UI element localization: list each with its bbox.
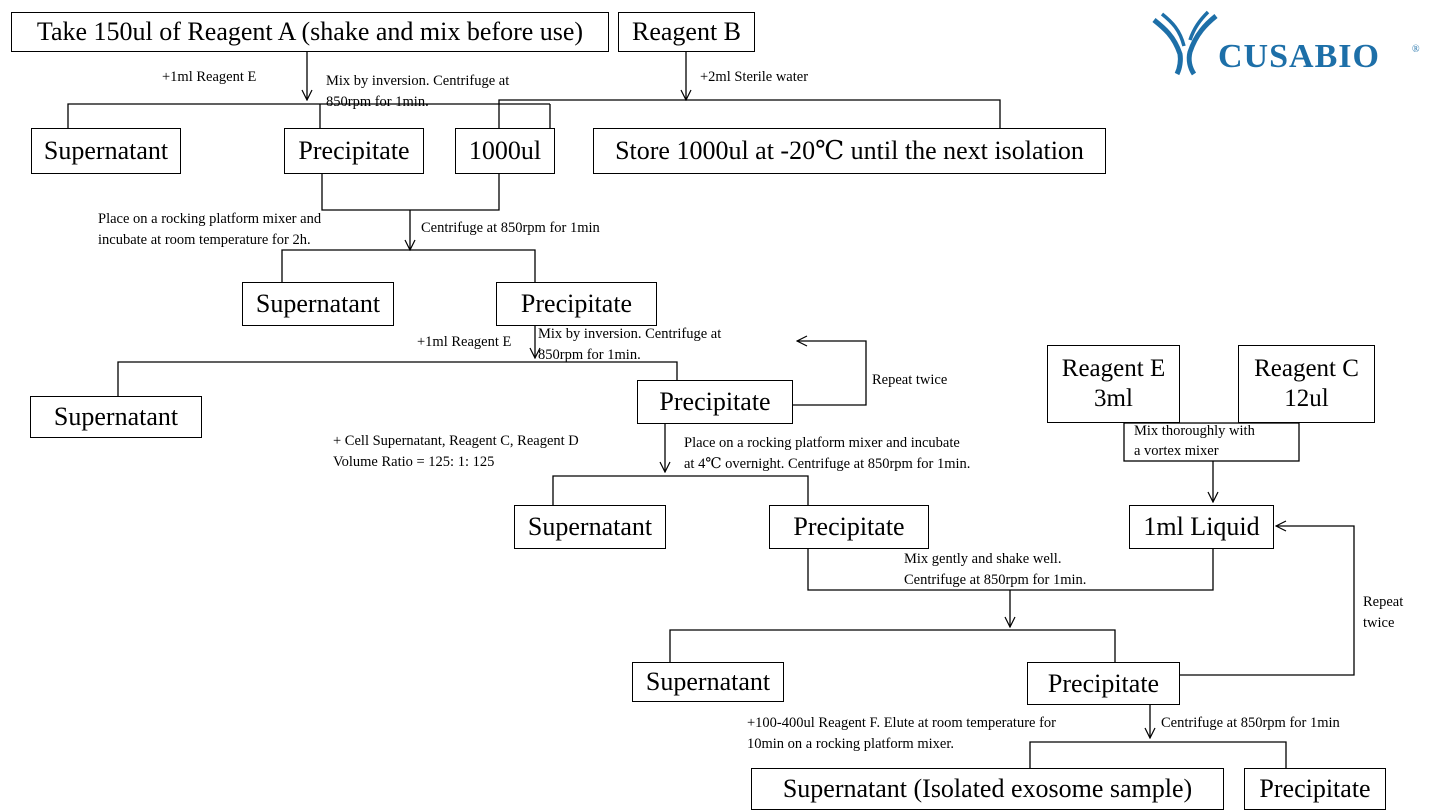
note-line: Volume Ratio = 125: 1: 125 <box>333 454 495 471</box>
logo-mark-icon <box>1152 10 1218 76</box>
repeat-loop-2 <box>1180 526 1355 676</box>
precipitate-box-6: Precipitate <box>1244 768 1386 810</box>
note-line: + Cell Supernatant, Reagent C, Reagent D <box>333 433 579 449</box>
note-sterile-water: +2ml Sterile water <box>700 69 809 85</box>
split-3 <box>117 361 678 396</box>
note-repeat-twice-2: Repeat twice <box>1363 592 1403 634</box>
note-line: Mix gently and shake well. <box>904 551 1062 567</box>
note-mix-inversion-1: Mix by inversion. Centrifuge at 850rpm f… <box>326 71 509 113</box>
split-6 <box>1029 741 1287 768</box>
store-box: Store 1000ul at -20℃ until the next isol… <box>593 128 1106 174</box>
split-b <box>498 99 1001 128</box>
supernatant-exosome-box: Supernatant (Isolated exosome sample) <box>751 768 1224 810</box>
note-vortex: Mix thoroughly with a vortex mixer <box>1134 422 1255 461</box>
reagent-e-volume: 3ml <box>1094 385 1133 412</box>
note-line: incubate at room temperature for 2h. <box>98 232 311 249</box>
supernatant-box-1: Supernatant <box>31 128 181 174</box>
precipitate-box-5: Precipitate <box>1027 662 1180 705</box>
supernatant-box-4: Supernatant <box>514 505 666 549</box>
note-line: 10min on a rocking platform mixer. <box>747 736 954 753</box>
precipitate-box-3: Precipitate <box>637 380 793 424</box>
note-repeat-twice-1: Repeat twice <box>872 372 948 388</box>
cusabio-logo: CUSABIO ® <box>1150 10 1425 82</box>
note-line: 850rpm for 1min. <box>538 347 641 364</box>
reagent-c-volume: 12ul <box>1284 385 1329 412</box>
note-add-reagent-e-2: +1ml Reagent E <box>417 334 512 350</box>
precipitate-box-1: Precipitate <box>284 128 424 174</box>
split-1 <box>67 103 550 128</box>
note-line: a vortex mixer <box>1134 442 1219 459</box>
note-line: Mix by inversion. Centrifuge at <box>326 73 510 89</box>
note-cell-supernatant: + Cell Supernatant, Reagent C, Reagent D… <box>333 431 579 473</box>
precipitate-box-2: Precipitate <box>496 282 657 326</box>
note-line: +100-400ul Reagent F. Elute at room temp… <box>747 715 1057 731</box>
vortex-note-frame <box>1123 422 1300 462</box>
reagent-e-label: Reagent E <box>1061 355 1166 382</box>
supernatant-box-2: Supernatant <box>242 282 394 326</box>
note-line: Centrifuge at 850rpm for 1min. <box>904 572 1087 589</box>
reagent-b-box: Reagent B <box>618 12 755 52</box>
reagent-c-label: Reagent C <box>1254 355 1359 382</box>
note-line: 850rpm for 1min. <box>326 94 429 111</box>
note-add-reagent-e-1: +1ml Reagent E <box>162 69 257 85</box>
note-mix-inversion-2: Mix by inversion. Centrifuge at 850rpm f… <box>538 324 721 366</box>
1000ul-box: 1000ul <box>455 128 555 174</box>
reagent-a-box: Take 150ul of Reagent A (shake and mix b… <box>11 12 609 52</box>
split-2 <box>281 249 536 282</box>
note-line: Mix by inversion. Centrifuge at <box>538 326 722 342</box>
logo-text: CUSABIO <box>1218 38 1380 75</box>
merge-1 <box>321 174 500 211</box>
logo-registered-mark: ® <box>1412 44 1420 55</box>
precipitate-box-4: Precipitate <box>769 505 929 549</box>
split-5 <box>669 629 1116 662</box>
supernatant-box-5: Supernatant <box>632 662 784 702</box>
note-line: Place on a rocking platform mixer and <box>98 211 322 227</box>
supernatant-box-3: Supernatant <box>30 396 202 438</box>
note-elute: +100-400ul Reagent F. Elute at room temp… <box>747 713 1056 755</box>
liquid-box: 1ml Liquid <box>1129 505 1274 549</box>
note-centrifuge-1: Centrifuge at 850rpm for 1min <box>421 220 600 236</box>
note-centrifuge-2: Centrifuge at 850rpm for 1min <box>1161 715 1340 731</box>
split-4 <box>552 475 809 505</box>
note-line: Mix thoroughly with <box>1134 423 1255 439</box>
note-rocking-1: Place on a rocking platform mixer and in… <box>98 209 321 251</box>
note-line: at 4℃ overnight. Centrifuge at 850rpm fo… <box>684 456 971 473</box>
note-line: twice <box>1363 615 1395 632</box>
reagent-c-box: Reagent C 12ul <box>1238 345 1375 423</box>
repeat-loop-1 <box>792 341 867 406</box>
note-rocking-2: Place on a rocking platform mixer and in… <box>684 433 970 475</box>
note-line: Repeat <box>1363 594 1404 610</box>
note-mix-gently: Mix gently and shake well. Centrifuge at… <box>904 549 1086 591</box>
note-line: Place on a rocking platform mixer and in… <box>684 435 960 451</box>
reagent-e-box: Reagent E 3ml <box>1047 345 1180 423</box>
